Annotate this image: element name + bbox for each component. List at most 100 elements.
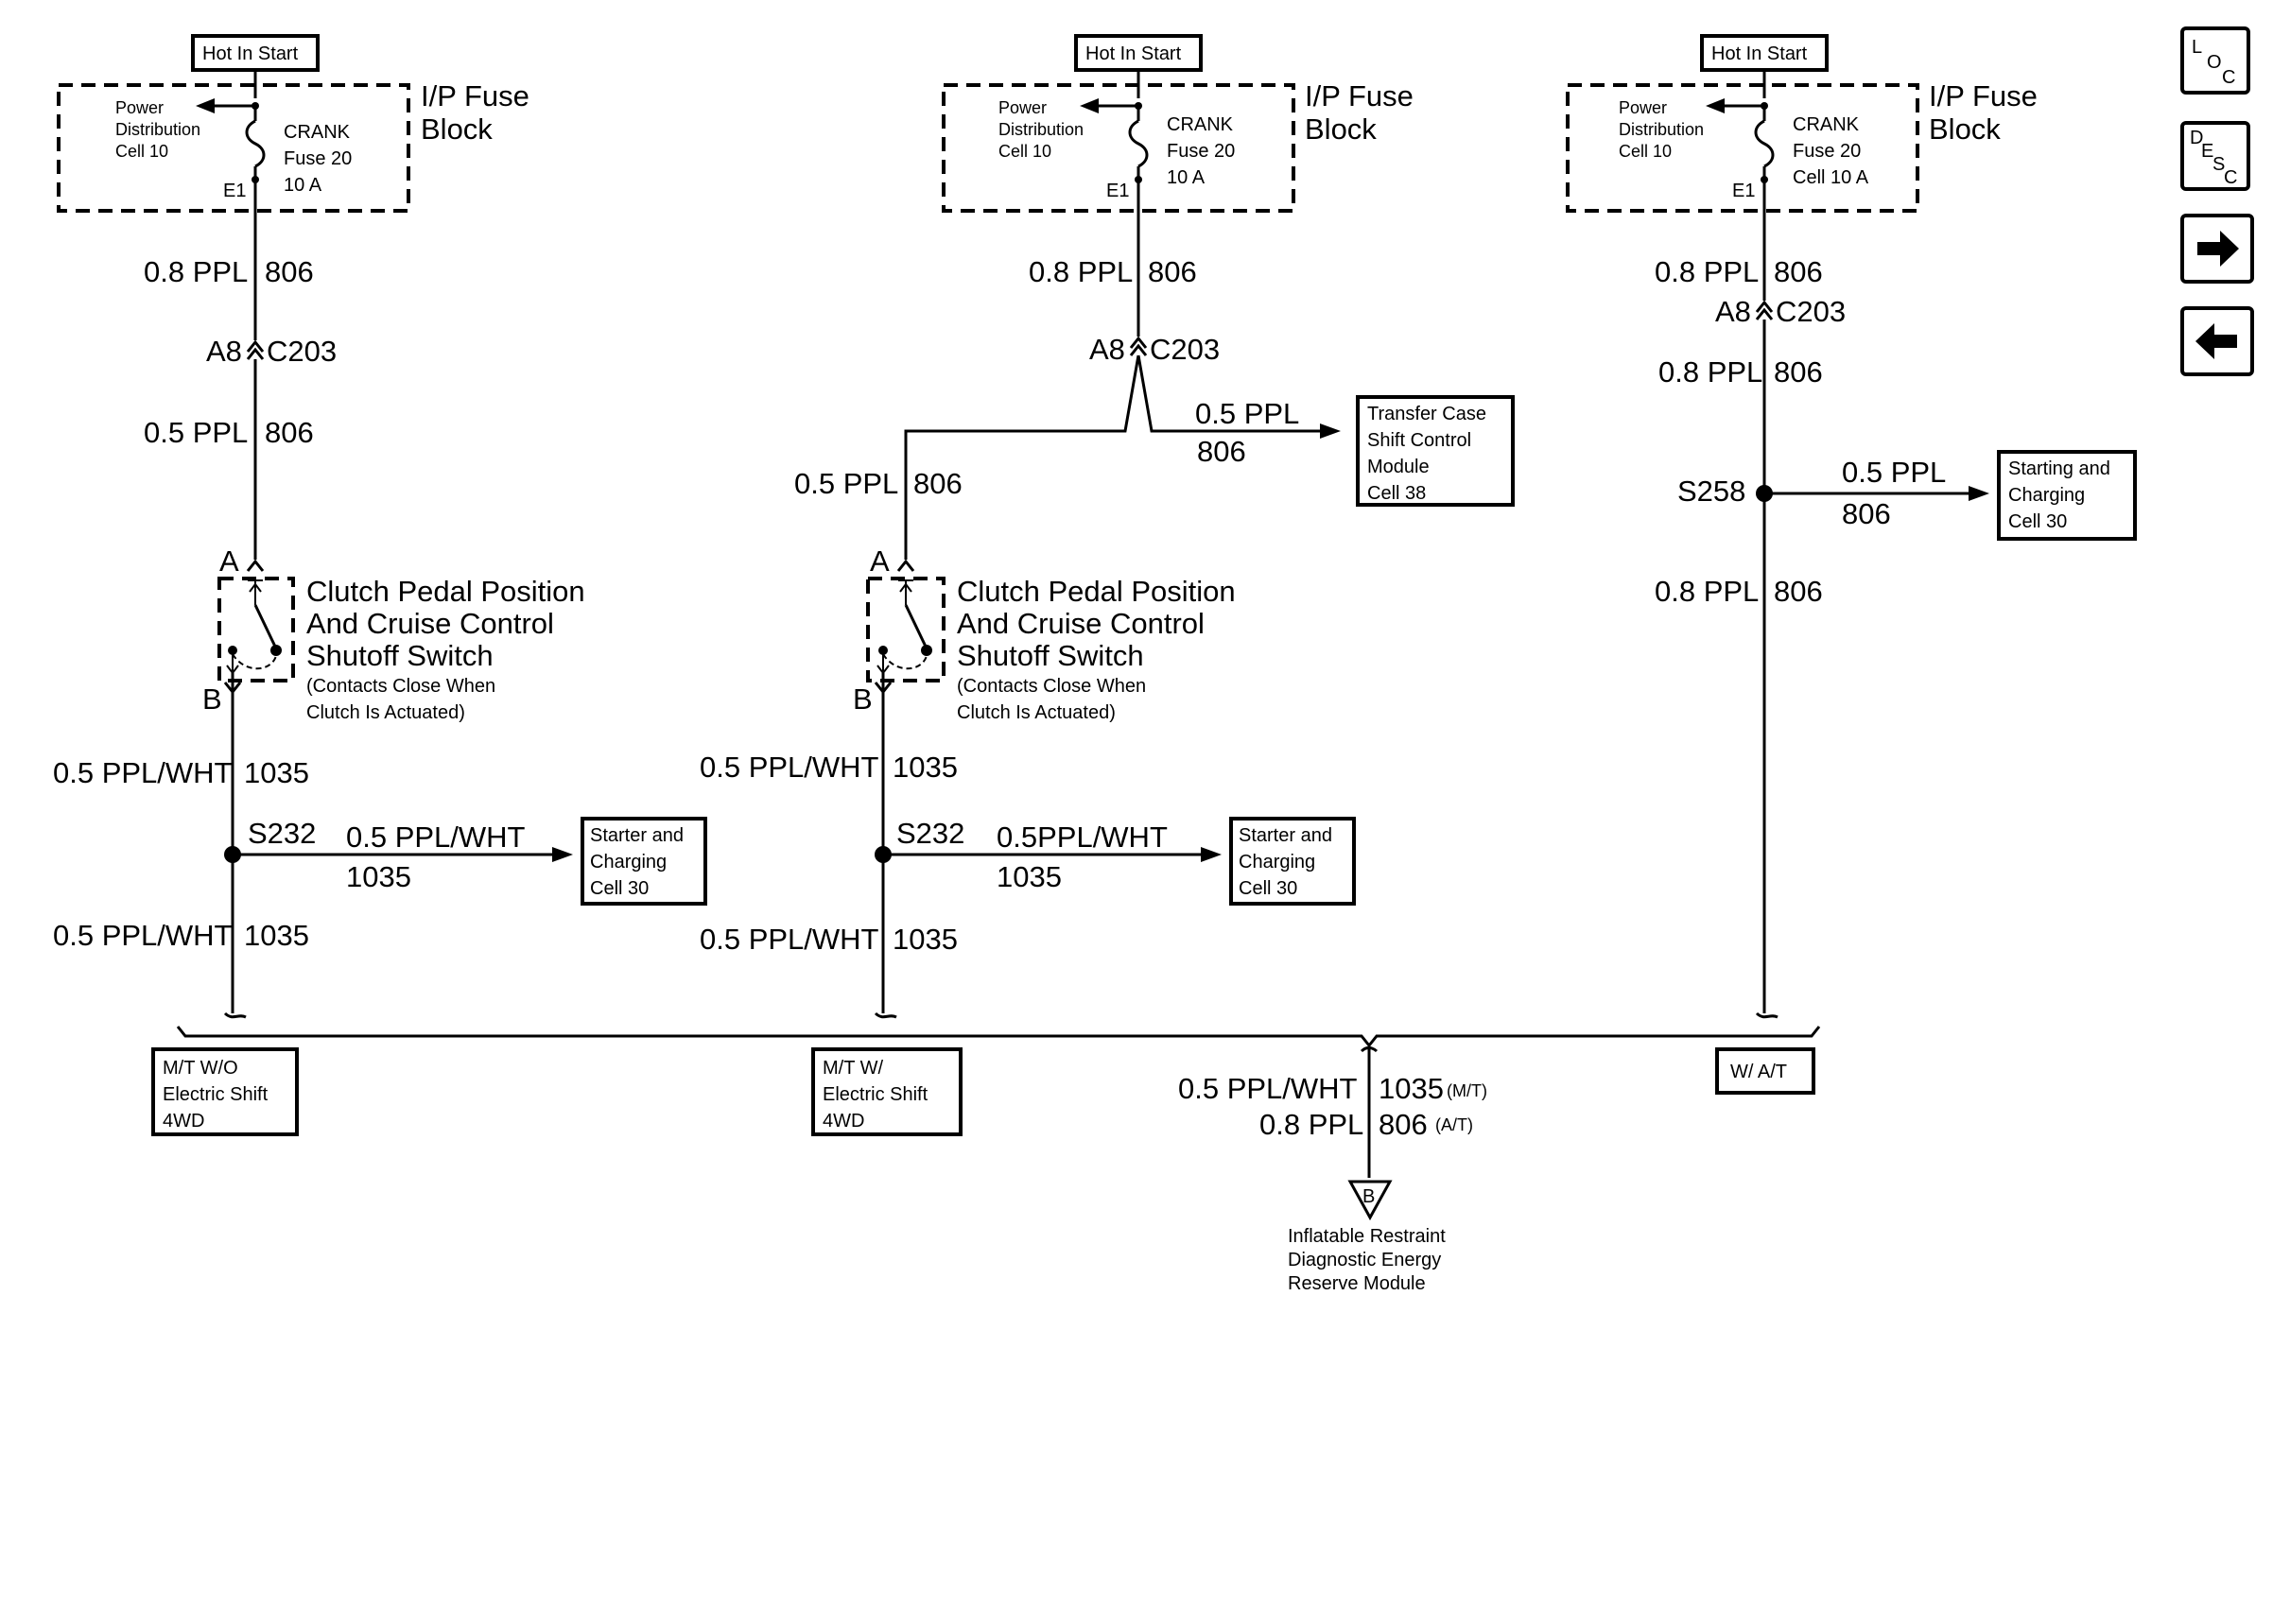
module-2: Diagnostic Energy <box>1288 1250 1441 1270</box>
wire-label: 0.8 PPL <box>1259 1108 1363 1141</box>
switch-pin-b: B <box>853 682 873 716</box>
option-mt-wo-3: 4WD <box>163 1111 204 1132</box>
option-box-at <box>1715 1047 1815 1095</box>
fuse-block-title-2: Block <box>421 112 493 146</box>
wire-label: 0.5 PPL <box>144 416 248 449</box>
connector-pin: A8 <box>1089 333 1125 366</box>
circuit-label: 806 <box>913 467 963 500</box>
starter-charging-box <box>581 817 707 906</box>
connector-c203-icon <box>246 339 265 360</box>
fuse-icon <box>245 119 266 168</box>
power-dist-1: Power <box>1619 98 1667 117</box>
power-dist-1: Power <box>998 98 1047 117</box>
connector-a-icon <box>246 559 265 572</box>
circuit-label: 806 <box>265 255 314 288</box>
desc-s: S <box>2212 154 2225 175</box>
switch-note-2: Clutch Is Actuated) <box>957 702 1116 723</box>
clutch-switch-outline <box>866 577 946 682</box>
starter-2: Charging <box>1239 852 1315 872</box>
circuit-label: 806 <box>1774 355 1823 389</box>
desc-c: C <box>2224 167 2237 188</box>
option-bracket: M/T W/O Electric Shift 4WD M/T W/ Electr… <box>151 1026 1821 1136</box>
circuit-label: 806 <box>1148 255 1197 288</box>
circuit-label: 1035 <box>346 860 411 893</box>
module-connector-icon <box>1347 1180 1393 1221</box>
power-dist-3: Cell 10 <box>115 142 168 161</box>
wire-label: 0.8 PPL <box>1655 255 1759 288</box>
arrow-left-icon <box>2195 323 2237 359</box>
module-3: Reserve Module <box>1288 1273 1426 1294</box>
fuse-block-title-2: Block <box>1929 112 2001 146</box>
circuit-label: 806 <box>265 416 314 449</box>
e1-label: E1 <box>1732 181 1755 201</box>
loc-l: L <box>2192 37 2202 58</box>
switch-pin-a: A <box>870 544 890 578</box>
starting-1: Starting and <box>2008 458 2110 479</box>
option-mt-w-1: M/T W/ <box>823 1058 884 1079</box>
arrow-right-icon <box>552 847 573 862</box>
power-dist-2: Distribution <box>115 120 200 139</box>
switch-pin-a: A <box>219 544 239 578</box>
power-dist-1: Power <box>115 98 164 117</box>
loc-button[interactable]: L O C <box>2180 26 2250 95</box>
next-button[interactable] <box>2180 214 2254 284</box>
starter-3: Cell 30 <box>1239 878 1297 899</box>
hot-in-start-label: Hot In Start <box>202 43 299 64</box>
module-pin: B <box>1362 1186 1375 1207</box>
arrow-left-icon <box>196 98 215 113</box>
switch-note-1: (Contacts Close When <box>957 676 1146 697</box>
starting-3: Cell 30 <box>2008 511 2067 532</box>
fuse-icon <box>1128 119 1149 168</box>
starting-charging-box <box>1997 450 2137 541</box>
wire-label: 0.5PPL/WHT <box>997 821 1168 854</box>
power-dist-2: Distribution <box>1619 120 1704 139</box>
loc-o: O <box>2207 52 2222 73</box>
switch-pin-b: B <box>202 682 222 716</box>
circuit-label: 1035 <box>997 860 1062 893</box>
connector-a-icon <box>896 559 915 572</box>
loc-c: C <box>2222 67 2235 88</box>
switch-title-1: Clutch Pedal Position <box>957 575 1236 608</box>
arrow-right-icon <box>1201 847 1222 862</box>
starter-1: Starter and <box>1239 825 1332 846</box>
connector-pin: A8 <box>1715 295 1751 328</box>
previous-button[interactable] <box>2180 306 2254 376</box>
switch-contact-icon <box>898 579 913 605</box>
switch-title-1: Clutch Pedal Position <box>306 575 585 608</box>
starting-2: Charging <box>2008 485 2085 506</box>
desc-d: D <box>2190 128 2203 148</box>
switch-blade <box>253 604 278 649</box>
wire-label: 0.5 PPL <box>794 467 898 500</box>
switch-note-2: Clutch Is Actuated) <box>306 702 465 723</box>
crank-3: 10 A <box>284 175 322 196</box>
crank-1: CRANK <box>1793 114 1860 135</box>
transfer-case-4: Cell 38 <box>1367 483 1426 504</box>
crank-3: Cell 10 A <box>1793 167 1869 188</box>
crank-2: Fuse 20 <box>284 148 352 169</box>
column-mt-wo-electric-shift: Hot In Start I/P Fuse Block Power Distri… <box>53 34 707 1019</box>
wire-label: 0.5 PPL/WHT <box>346 821 526 854</box>
ip-fuse-block-outline <box>1566 83 1919 213</box>
switch-blade <box>904 604 928 649</box>
wire-label: 0.5 PPL <box>1195 397 1299 430</box>
connector-name: C203 <box>1776 295 1846 328</box>
arrow-right-icon <box>2197 231 2239 267</box>
desc-button[interactable]: D E S C <box>2180 121 2250 191</box>
option-box-mt-w <box>811 1047 963 1136</box>
wire-label: 0.8 PPL <box>1029 255 1133 288</box>
power-dist-2: Distribution <box>998 120 1084 139</box>
connector-c203-icon <box>1755 300 1774 320</box>
fuse-block-title-1: I/P Fuse <box>421 79 529 112</box>
wire-label: 0.8 PPL <box>144 255 248 288</box>
circuit-label: 1035 <box>893 751 958 784</box>
diagnostic-module-feed: 0.5 PPL/WHT 1035 (M/T) 0.8 PPL 806 (A/T)… <box>1178 1045 1487 1294</box>
switch-contact-icon <box>248 579 263 605</box>
hot-in-start-label: Hot In Start <box>1711 43 1808 64</box>
starter-2: Charging <box>590 852 667 872</box>
switch-title-3: Shutoff Switch <box>306 639 494 672</box>
starter-1: Starter and <box>590 825 684 846</box>
splice-label: S232 <box>248 817 316 850</box>
circuit-label: 806 <box>1842 497 1891 530</box>
option-box-mt-wo <box>151 1047 299 1136</box>
